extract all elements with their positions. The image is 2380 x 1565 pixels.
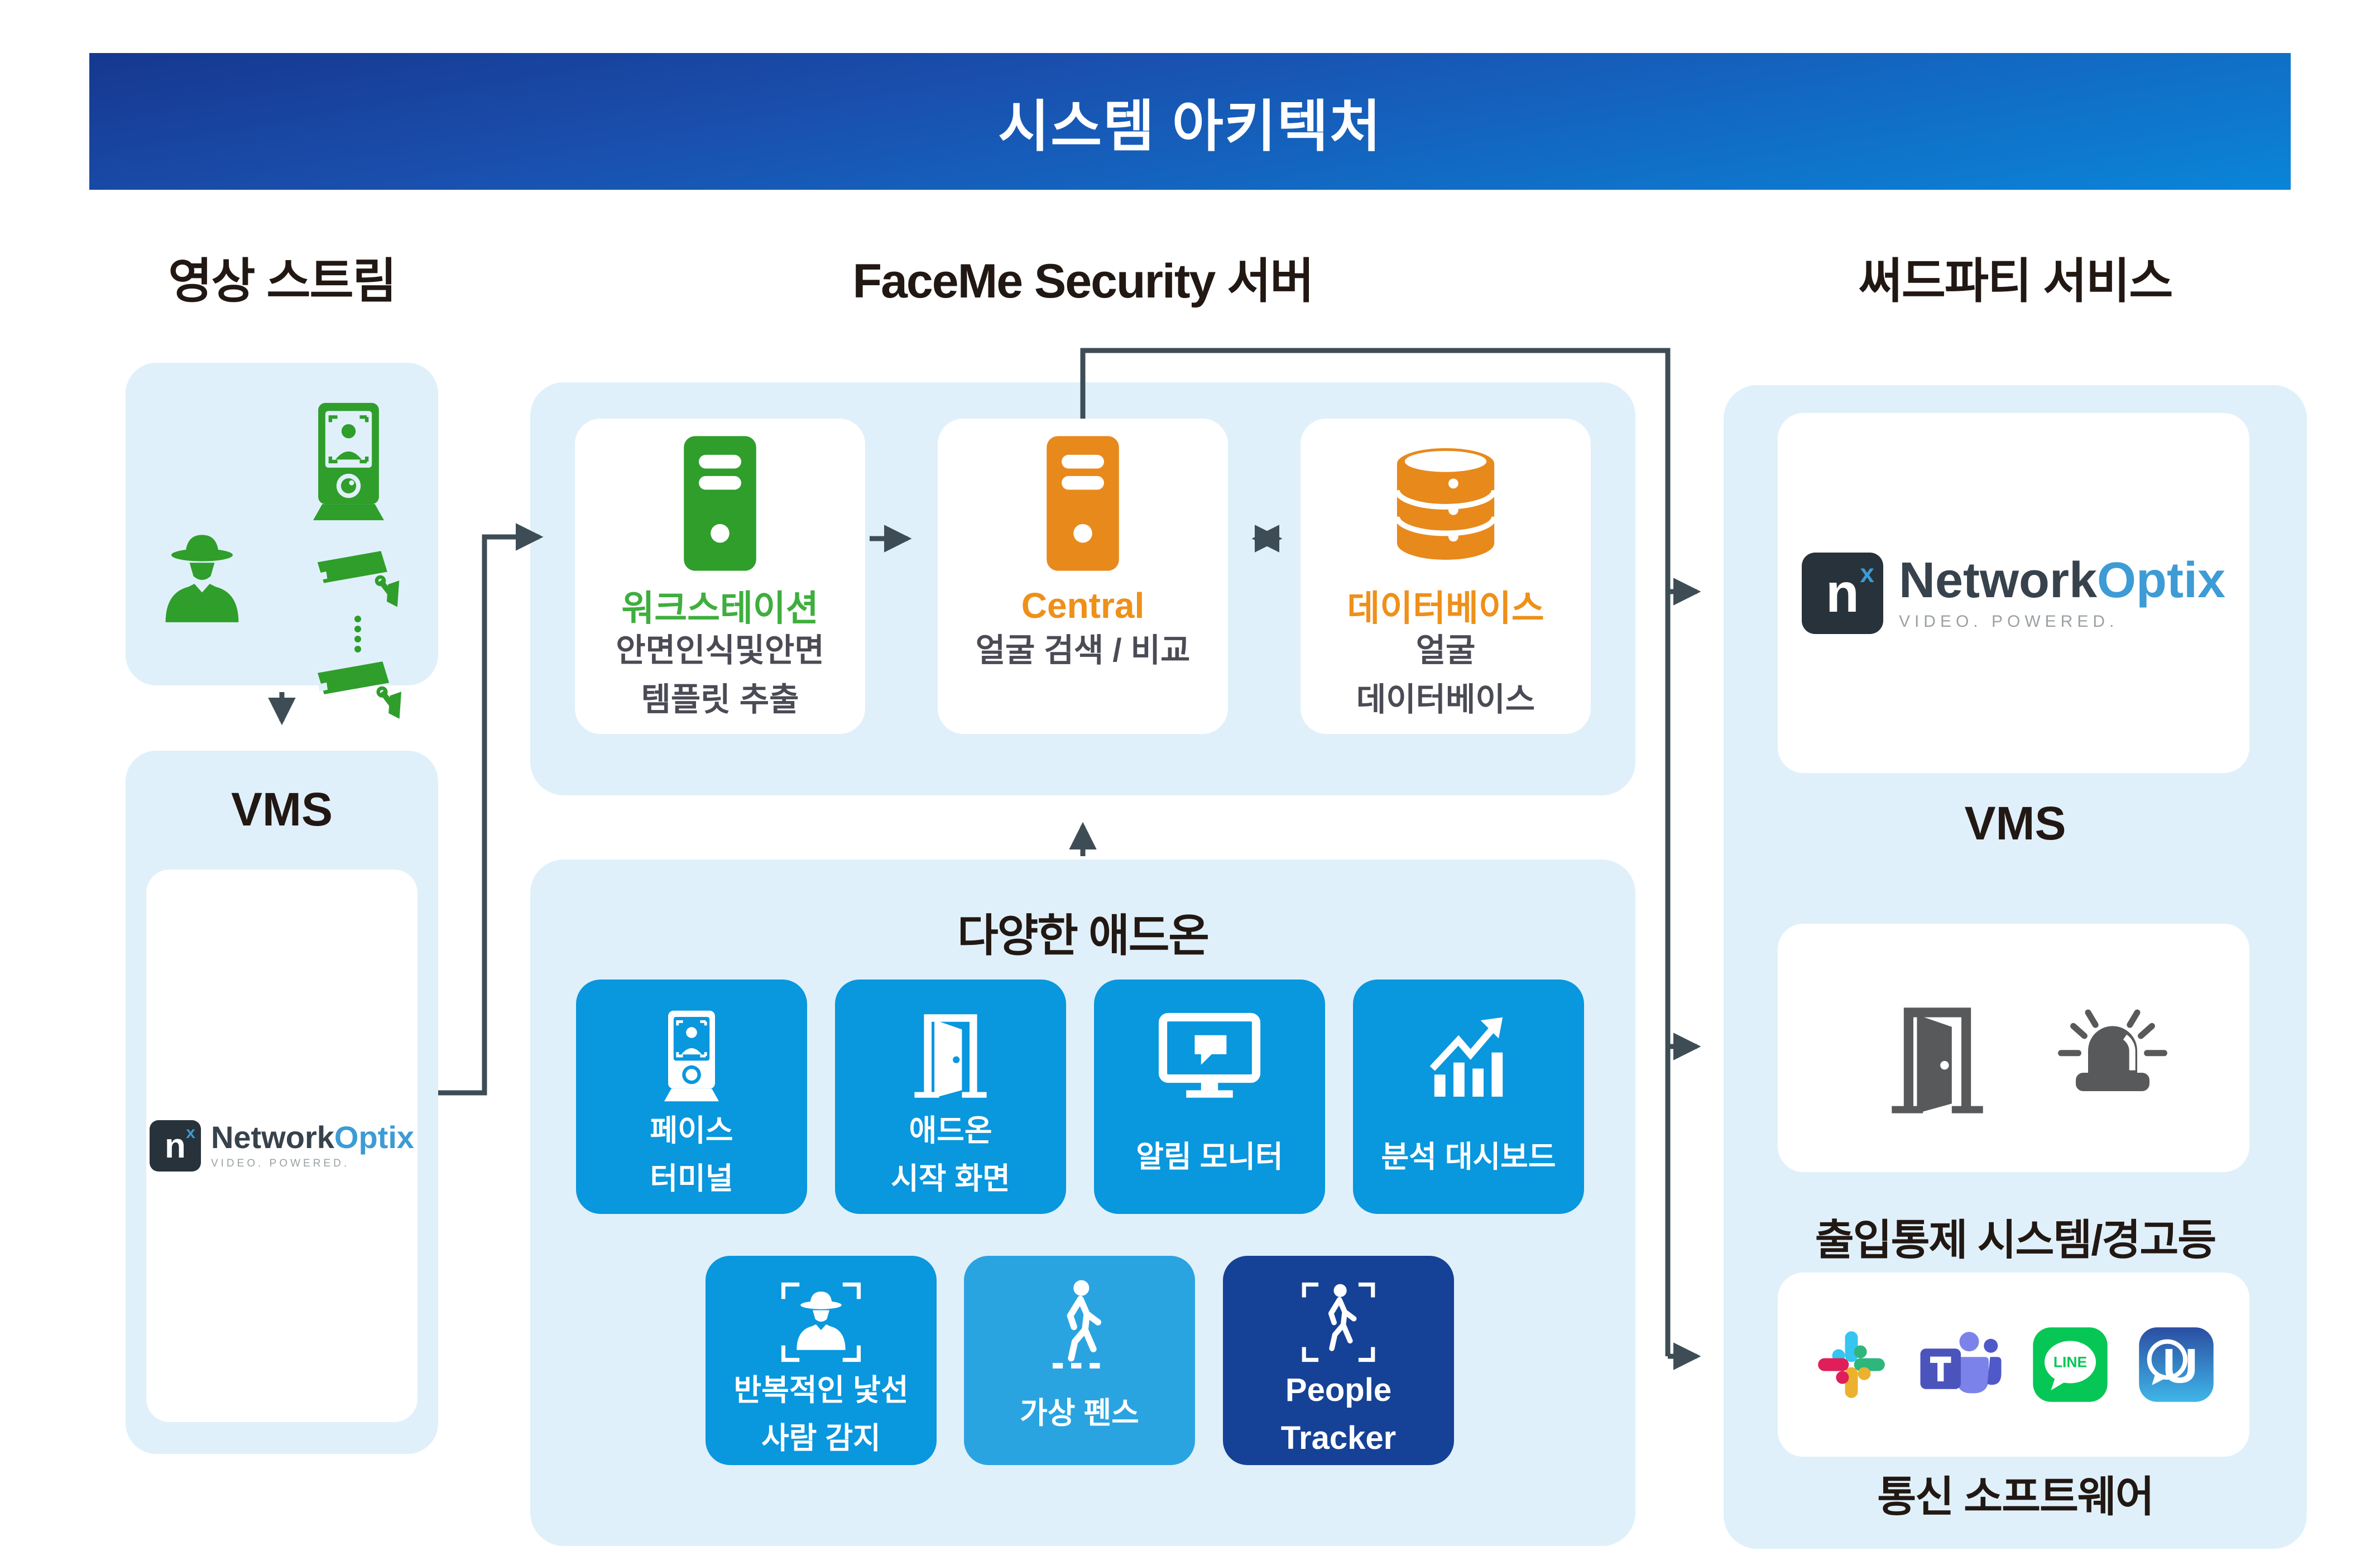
addon-tile-people-tracker: People Tracker — [1223, 1256, 1454, 1465]
slack-icon — [1813, 1326, 1890, 1403]
addon-tile-alert-monitor: 알림 모니터 — [1094, 980, 1325, 1214]
addons-header: 다양한 애드온 — [957, 911, 1210, 961]
monitor-chat-icon — [1157, 1005, 1263, 1111]
addon-tile-analytics-dashboard: 분석 대시보드 — [1353, 980, 1584, 1214]
tile-label: 사람 감지 — [761, 1422, 881, 1455]
analytics-chart-icon — [1418, 1005, 1519, 1111]
nx-letter-x: x — [1860, 558, 1874, 588]
workstation-subtitle: 템플릿 추출 — [641, 681, 799, 718]
central-subtitle: 얼굴 검색 / 비교 — [975, 632, 1191, 669]
video-stream-header: 영상 스트림 — [168, 254, 397, 308]
third-party-header: 써드파티 서비스 — [1858, 254, 2173, 308]
communication-card: LINE U — [1778, 1273, 2249, 1457]
line-badge-text: LINE — [2053, 1354, 2086, 1371]
nx-name-dark: Network — [210, 1120, 334, 1155]
server-tower-icon — [683, 434, 757, 573]
addon-tile-stranger-detection: 반복적인 낯선 사람 감지 — [706, 1256, 937, 1465]
central-card: Central 얼굴 검색 / 비교 — [938, 419, 1228, 734]
nx-tagline: VIDEO. POWERED. — [1898, 612, 2119, 631]
tile-label: 반복적인 낯선 — [733, 1374, 909, 1407]
person-brackets-icon — [1294, 1278, 1383, 1366]
vms-label: VMS — [231, 782, 333, 836]
nx-name-blue: Optix — [334, 1120, 415, 1155]
tile-label: 페이스 — [650, 1114, 733, 1148]
door-icon — [1889, 977, 1985, 1144]
alarm-siren-icon — [2051, 988, 2174, 1133]
communication-label: 통신 소프트웨어 — [1877, 1473, 2155, 1521]
cctv-camera-icon — [308, 650, 409, 724]
workstation-card: 워크스테이션 안면인식및안면 템플릿 추출 — [575, 419, 865, 734]
page-title: 시스템 아키텍처 — [998, 95, 1382, 158]
third-party-vms-card: n x NetworkOptix VIDEO. POWERED. — [1778, 413, 2249, 773]
nx-tagline: VIDEO. POWERED. — [210, 1158, 350, 1169]
title-banner: 시스템 아키텍처 — [89, 53, 2291, 190]
addon-tile-virtual-fence: 가상 펜스 — [964, 1256, 1195, 1465]
vms-software-card: n x NetworkOptix VIDEO. POWERED. — [146, 870, 418, 1422]
nx-name-dark: Network — [1898, 552, 2098, 608]
u-badge-text: U — [2162, 1338, 2197, 1393]
nx-name-blue: Optix — [2097, 552, 2226, 608]
line-icon: LINE — [2032, 1326, 2109, 1403]
nx-letter-n: n — [165, 1126, 186, 1165]
cctv-camera-icon — [308, 537, 407, 615]
tile-label: 가상 펜스 — [1020, 1396, 1139, 1430]
central-title: Central — [1021, 585, 1145, 626]
vms-box: VMS n x NetworkOptix VIDEO. POWERED. — [126, 751, 438, 1454]
detective-brackets-icon — [777, 1278, 865, 1366]
nx-letter-x: x — [186, 1124, 195, 1142]
network-optix-logo: n x NetworkOptix VIDEO. POWERED. — [1801, 552, 2226, 634]
face-terminal-icon — [660, 1005, 723, 1107]
third-party-vms-label: VMS — [1964, 796, 2066, 849]
network-optix-logo: n x NetworkOptix VIDEO. POWERED. — [149, 1120, 415, 1172]
nx-logo-mark-icon: n x — [149, 1120, 201, 1172]
server-tower-icon — [1045, 434, 1120, 573]
access-control-card — [1778, 924, 2249, 1172]
tile-label: 분석 대시보드 — [1381, 1140, 1556, 1174]
database-card: 데이터베이스 얼굴 데이터베이스 — [1301, 419, 1591, 734]
database-subtitle: 데이터베이스 — [1356, 681, 1536, 718]
workstation-subtitle: 안면인식및안면 — [616, 632, 824, 669]
tile-label: 시작 화면 — [891, 1162, 1010, 1196]
dotted-ellipsis-icon — [353, 615, 362, 654]
database-subtitle: 얼굴 — [1415, 632, 1476, 669]
connector-vms-to-workstation — [438, 523, 544, 1096]
door-icon — [913, 1005, 989, 1107]
tile-label: 터미널 — [650, 1162, 733, 1196]
workstation-title: 워크스테이션 — [621, 588, 819, 628]
tile-label: 알림 모니터 — [1136, 1140, 1283, 1174]
nx-logo-mark-icon: n x — [1801, 552, 1883, 634]
tile-label: 애드온 — [909, 1114, 992, 1148]
tile-label: People — [1285, 1372, 1392, 1408]
tile-label: Tracker — [1280, 1420, 1397, 1456]
detective-person-icon — [154, 490, 250, 664]
video-sources-box — [126, 363, 438, 719]
access-control-label: 출입통제 시스템/경고등 — [1815, 1217, 2216, 1264]
database-title: 데이터베이스 — [1347, 588, 1544, 628]
addon-tile-face-terminal: 페이스 터미널 — [576, 980, 807, 1214]
nx-letter-n: n — [1826, 562, 1859, 623]
face-terminal-device-icon — [308, 390, 389, 534]
database-icon — [1390, 434, 1501, 573]
microsoft-teams-icon — [1919, 1326, 2003, 1403]
cyberlink-u-icon: U — [2138, 1326, 2215, 1403]
walking-person-fence-icon — [1047, 1278, 1112, 1372]
faceme-server-header: FaceMe Security 서버 — [852, 254, 1314, 308]
addon-tile-addon-launcher: 애드온 시작 화면 — [835, 980, 1066, 1214]
